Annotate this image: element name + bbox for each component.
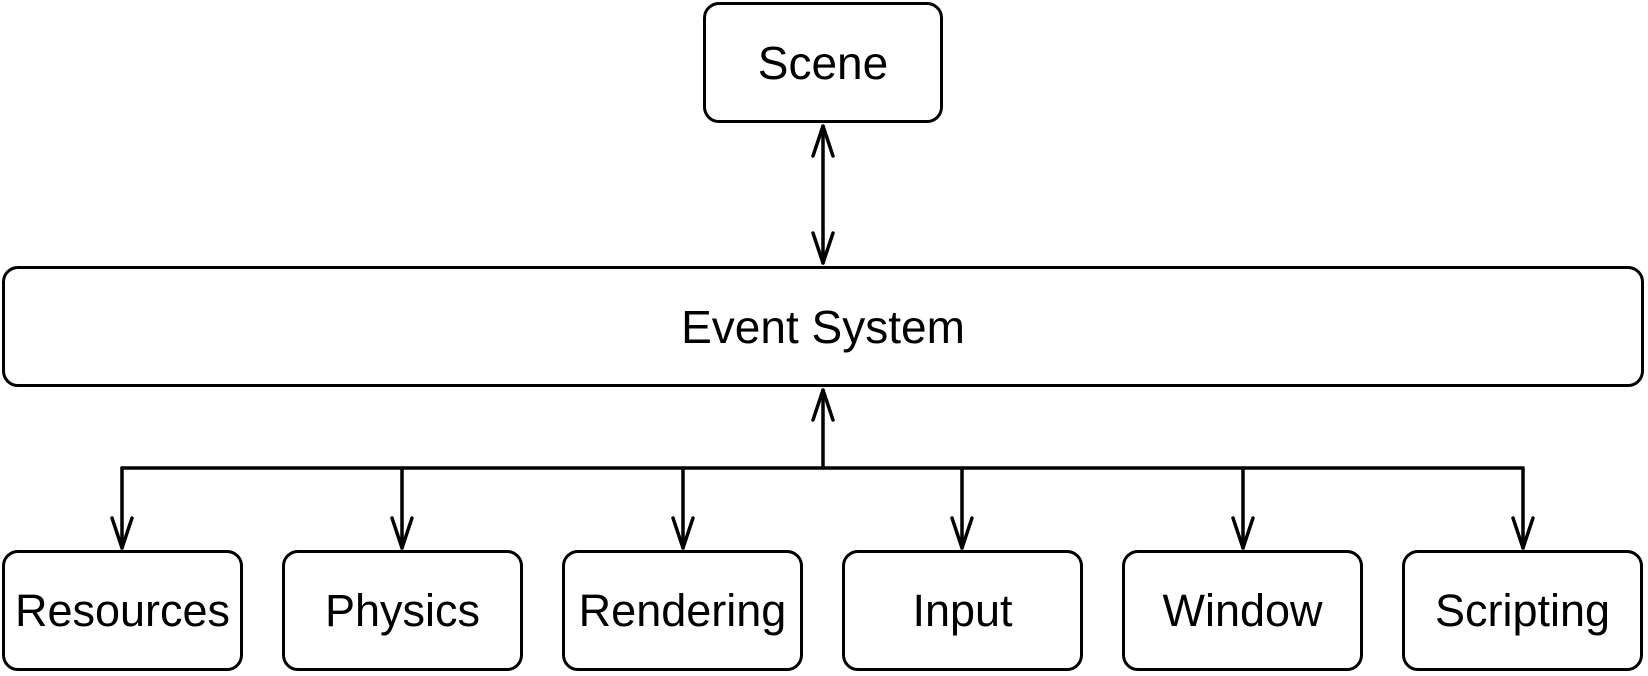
input-label: Input xyxy=(912,585,1013,636)
arrowhead-down-rendering xyxy=(671,516,695,550)
window-label: Window xyxy=(1162,585,1323,636)
arrowhead-down-input xyxy=(950,516,974,550)
scene-label: Scene xyxy=(757,36,889,89)
event-system-node: Event System xyxy=(2,266,1644,387)
arrowhead-down-resources xyxy=(110,516,134,550)
scripting-node: Scripting xyxy=(1402,550,1643,671)
resources-label: Resources xyxy=(14,585,231,636)
input-node: Input xyxy=(842,550,1083,671)
event-system-label: Event System xyxy=(681,300,965,353)
arrowhead-down-physics xyxy=(390,516,414,550)
scene-node: Scene xyxy=(703,2,943,123)
window-node: Window xyxy=(1122,550,1363,671)
arrowhead-down-scripting xyxy=(1511,516,1535,550)
physics-node: Physics xyxy=(282,550,523,671)
arrowhead-up-scene xyxy=(811,124,835,158)
rendering-label: Rendering xyxy=(578,585,787,636)
resources-node: Resources xyxy=(2,550,243,671)
arrowhead-down-event-system xyxy=(811,231,835,265)
arrowhead-down-window xyxy=(1231,516,1255,550)
arrowhead-up-event-system xyxy=(811,388,835,422)
rendering-node: Rendering xyxy=(562,550,803,671)
physics-label: Physics xyxy=(324,585,481,636)
scripting-label: Scripting xyxy=(1434,585,1611,636)
